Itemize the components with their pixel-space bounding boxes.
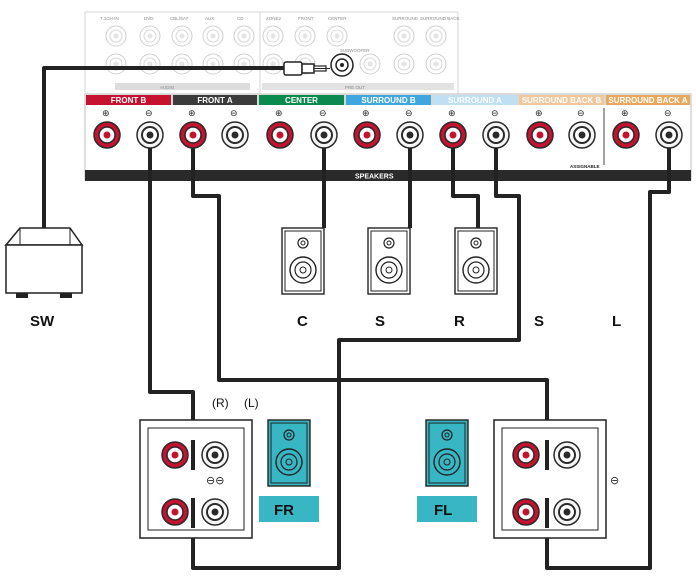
label-s: S <box>375 313 385 330</box>
rca-plug <box>283 61 330 76</box>
audio-input-panel: 7.1CH-IN DVD CBL/SAT AUX CD AUDIO <box>84 11 261 97</box>
minus-single-label: ⊖ <box>610 474 619 487</box>
svg-text:⊖: ⊖ <box>577 109 585 119</box>
center-speaker-icon <box>281 227 325 295</box>
preout-label: SURROUND <box>392 16 419 21</box>
channel-tabs: FRONT B FRONT A CENTER SURROUND B SURROUND A… <box>86 95 690 105</box>
fl-terminal-block <box>493 419 607 539</box>
preout-label: ZONE2 <box>266 16 282 21</box>
label-sw: SW <box>30 313 55 330</box>
fl-label: FL <box>434 502 452 519</box>
channel-tab-label: SURROUND B <box>361 96 415 105</box>
fr-speaker-icon <box>267 419 311 487</box>
svg-text:⊖: ⊖ <box>664 109 672 119</box>
label-s: S <box>534 313 544 330</box>
svg-text:⊕: ⊕ <box>188 109 196 119</box>
fr-label: FR <box>274 502 294 519</box>
audio-in-label: AUX <box>205 16 214 21</box>
minus-pair-label: ⊖⊖ <box>206 474 224 487</box>
speaker-terminal-strip: FRONT B FRONT A CENTER SURROUND B SURROUND A… <box>84 93 692 181</box>
channel-tab <box>606 95 690 105</box>
channel-tab-label: CENTER <box>285 96 318 105</box>
channel-tab <box>259 95 344 105</box>
pre-out-panel: ZONE2 FRONT CENTER SURROUND SURROUND BAC… <box>259 11 460 97</box>
svg-text:⊖: ⊖ <box>230 109 238 119</box>
audio-in-label: DVD <box>144 16 154 21</box>
rear-speaker-icon <box>454 227 498 295</box>
svg-text:⊕: ⊕ <box>621 109 629 119</box>
subwoofer-jack <box>330 53 354 77</box>
l-label: (L) <box>244 396 259 410</box>
svg-text:⊕: ⊕ <box>102 109 110 119</box>
channel-tab <box>86 95 171 105</box>
channel-tab-label: SURROUND BACK B <box>522 96 602 105</box>
svg-text:⊖: ⊖ <box>405 109 413 119</box>
channel-tab <box>346 95 431 105</box>
svg-text:⊕: ⊕ <box>448 109 456 119</box>
svg-text:⊕: ⊕ <box>362 109 370 119</box>
label-c: C <box>297 313 308 330</box>
channel-tab-label: SURROUND BACK A <box>608 96 687 105</box>
preout-label: CENTER <box>328 16 347 21</box>
channel-tab-label: FRONT B <box>111 96 147 105</box>
channel-tab-label: SURROUND A <box>448 96 502 105</box>
svg-text:⊕: ⊕ <box>275 109 283 119</box>
surround-speaker-icon <box>367 227 411 295</box>
speakers-bar-label: SPEAKERS <box>355 174 394 181</box>
label-l: L <box>612 313 621 330</box>
audio-in-label: CBL/SAT <box>170 16 189 21</box>
fl-speaker-icon <box>425 419 469 487</box>
assignable-label: ASSIGNABLE <box>570 164 600 169</box>
subwoofer-icon <box>4 227 84 298</box>
preout-section-label: PRE OUT <box>345 85 365 90</box>
audio-section-label: AUDIO <box>160 85 175 90</box>
preout-label: FRONT <box>298 16 314 21</box>
cables <box>42 66 671 570</box>
svg-text:⊖: ⊖ <box>319 109 327 119</box>
svg-text:⊕: ⊕ <box>535 109 543 119</box>
audio-in-label: 7.1CH-IN <box>100 16 119 21</box>
channel-tab-label: FRONT A <box>197 96 232 105</box>
fr-terminal-block <box>139 419 253 539</box>
channel-tab <box>173 95 257 105</box>
subwoofer-jack-label: SUBWOOFER <box>340 48 370 53</box>
cable-ends <box>191 440 549 528</box>
svg-text:⊖: ⊖ <box>145 109 153 119</box>
channel-tab <box>519 95 604 105</box>
preout-label: SURROUND BACK <box>420 16 460 21</box>
r-label: (R) <box>212 396 229 410</box>
label-r: R <box>454 313 465 330</box>
svg-text:⊖: ⊖ <box>491 109 499 119</box>
channel-tab <box>433 95 517 105</box>
audio-in-label: CD <box>237 16 244 21</box>
